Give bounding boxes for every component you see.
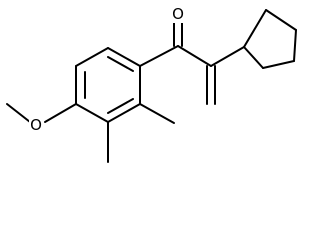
ring-bond-c1-c2 xyxy=(107,47,141,67)
methyl-bond-c6 xyxy=(139,103,175,124)
cyclopentyl-bond-2 xyxy=(262,60,295,69)
enone-chain xyxy=(139,22,245,105)
ether-oxygen-to-methyl-bond xyxy=(6,103,31,123)
aromatic-inner-bond-bottom xyxy=(107,98,134,114)
benzene-ring xyxy=(75,47,141,123)
ring-to-ether-oxygen-bond xyxy=(44,103,77,123)
ring-bond-c5-c6 xyxy=(107,103,141,123)
cyclopentyl-bond-4 xyxy=(265,9,297,31)
carbonyl-to-alkene-bond xyxy=(177,45,212,67)
alkene-to-cyclopentyl-bond xyxy=(210,46,245,67)
ether-oxygen-label-group: O xyxy=(29,116,43,135)
cyclopentyl-bond-3 xyxy=(293,29,297,62)
cyclopentyl-ring xyxy=(243,9,297,69)
ring-to-carbonyl-bond xyxy=(139,45,179,67)
ring-bond-c4-c5 xyxy=(75,103,109,123)
carbonyl-oxygen-label-group: O xyxy=(171,5,185,23)
aromatic-inner-bond-top xyxy=(107,56,134,72)
cyclopentyl-bond-5 xyxy=(243,9,267,48)
ether-oxygen-label: O xyxy=(30,116,42,134)
chemical-structure-diagram: O O xyxy=(6,5,297,163)
ring-substituents xyxy=(6,103,175,163)
ring-bond-c2-c3 xyxy=(75,47,109,67)
carbonyl-oxygen-label: O xyxy=(172,5,184,23)
cyclopentyl-bond-1 xyxy=(243,46,264,69)
carbonyl-oxygen-label-background xyxy=(171,5,185,23)
ether-oxygen-label-background xyxy=(29,117,43,135)
